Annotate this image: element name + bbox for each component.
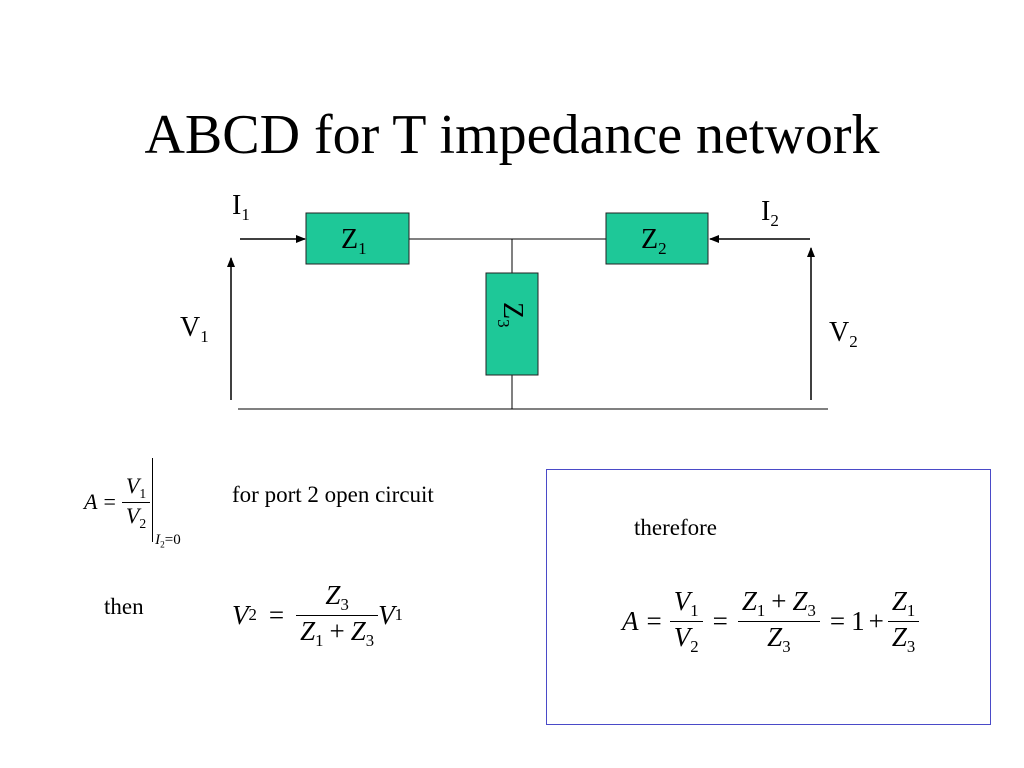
z1-label: Z1	[341, 224, 367, 258]
result-box	[546, 469, 991, 725]
z3-box	[485, 272, 539, 376]
z2-label: Z2	[641, 224, 667, 258]
i2-label: I2	[761, 196, 779, 230]
z2-box	[605, 212, 709, 265]
v2-label: V2	[829, 317, 858, 351]
a-definition-equation: A = V1 V2 I2=0	[84, 458, 181, 550]
v1-label: V1	[180, 312, 209, 346]
slide-title: ABCD for T impedance network	[144, 104, 880, 166]
result-equation: A = V1 V2 = Z1+Z3 Z3 = 1 + Z1 Z3	[622, 586, 920, 657]
z1-box	[305, 212, 410, 265]
i1-label: I1	[232, 190, 250, 224]
z3-label: Z3	[494, 302, 528, 328]
therefore-label: therefore	[634, 515, 717, 540]
a-definition-condition: I2=0	[155, 531, 181, 550]
then-label: then	[104, 594, 144, 619]
open-circuit-note: for port 2 open circuit	[232, 482, 434, 507]
